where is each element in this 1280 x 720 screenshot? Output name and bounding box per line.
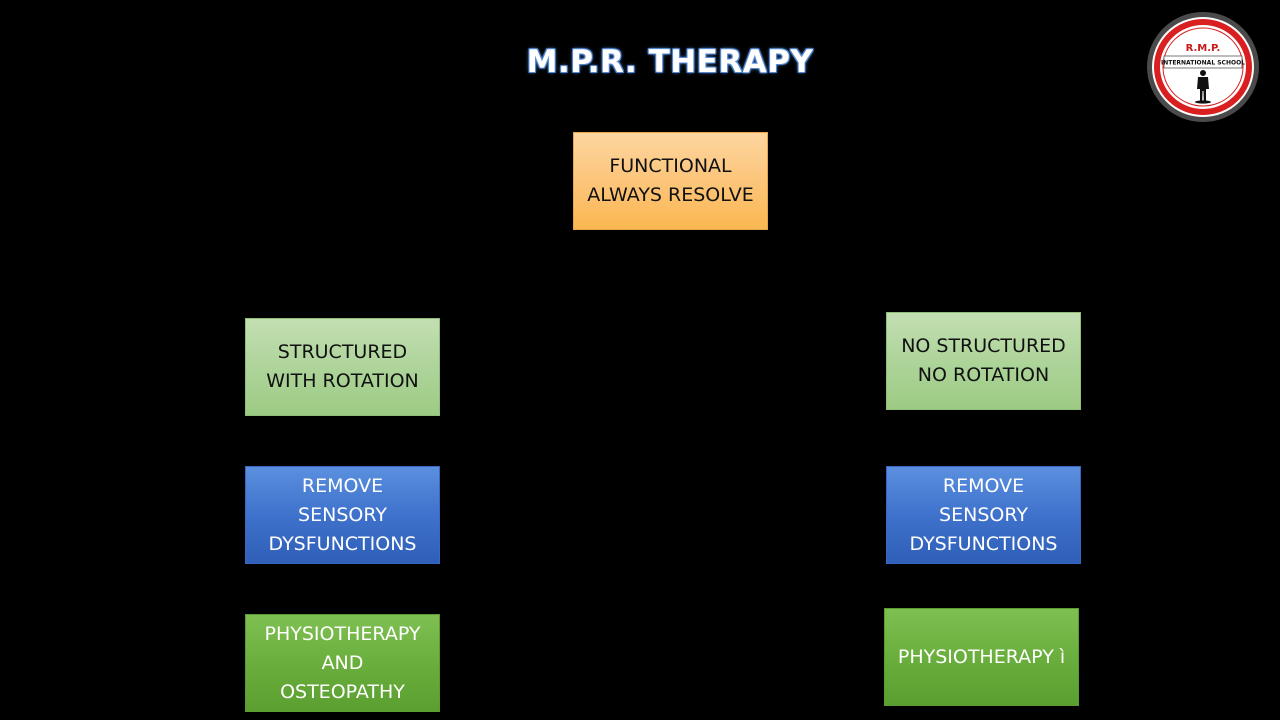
logo-name-text: R.M.P. [1186, 43, 1221, 54]
structured-with-rotation-box: STRUCTURED WITH ROTATION [245, 318, 440, 416]
no-structured-no-rotation-box: NO STRUCTURED NO ROTATION [886, 312, 1081, 410]
functional-always-resolve-box: FUNCTIONAL ALWAYS RESOLVE [573, 132, 768, 230]
physiotherapy-right-box: PHYSIOTHERAPY ì [884, 608, 1079, 706]
logo-subtitle-text: INTERNATIONAL SCHOOL [1161, 60, 1245, 67]
school-logo: R.M.P. INTERNATIONAL SCHOOL [1147, 12, 1259, 122]
remove-sensory-dysfunctions-right-box: REMOVE SENSORY DYSFUNCTIONS [886, 466, 1081, 564]
slide-title: M.P.R. THERAPY [526, 44, 814, 80]
remove-sensory-dysfunctions-left-box: REMOVE SENSORY DYSFUNCTIONS [245, 466, 440, 564]
person-silhouette-icon [1195, 70, 1211, 104]
physiotherapy-and-osteopathy-box: PHYSIOTHERAPY AND OSTEOPATHY [245, 614, 440, 712]
